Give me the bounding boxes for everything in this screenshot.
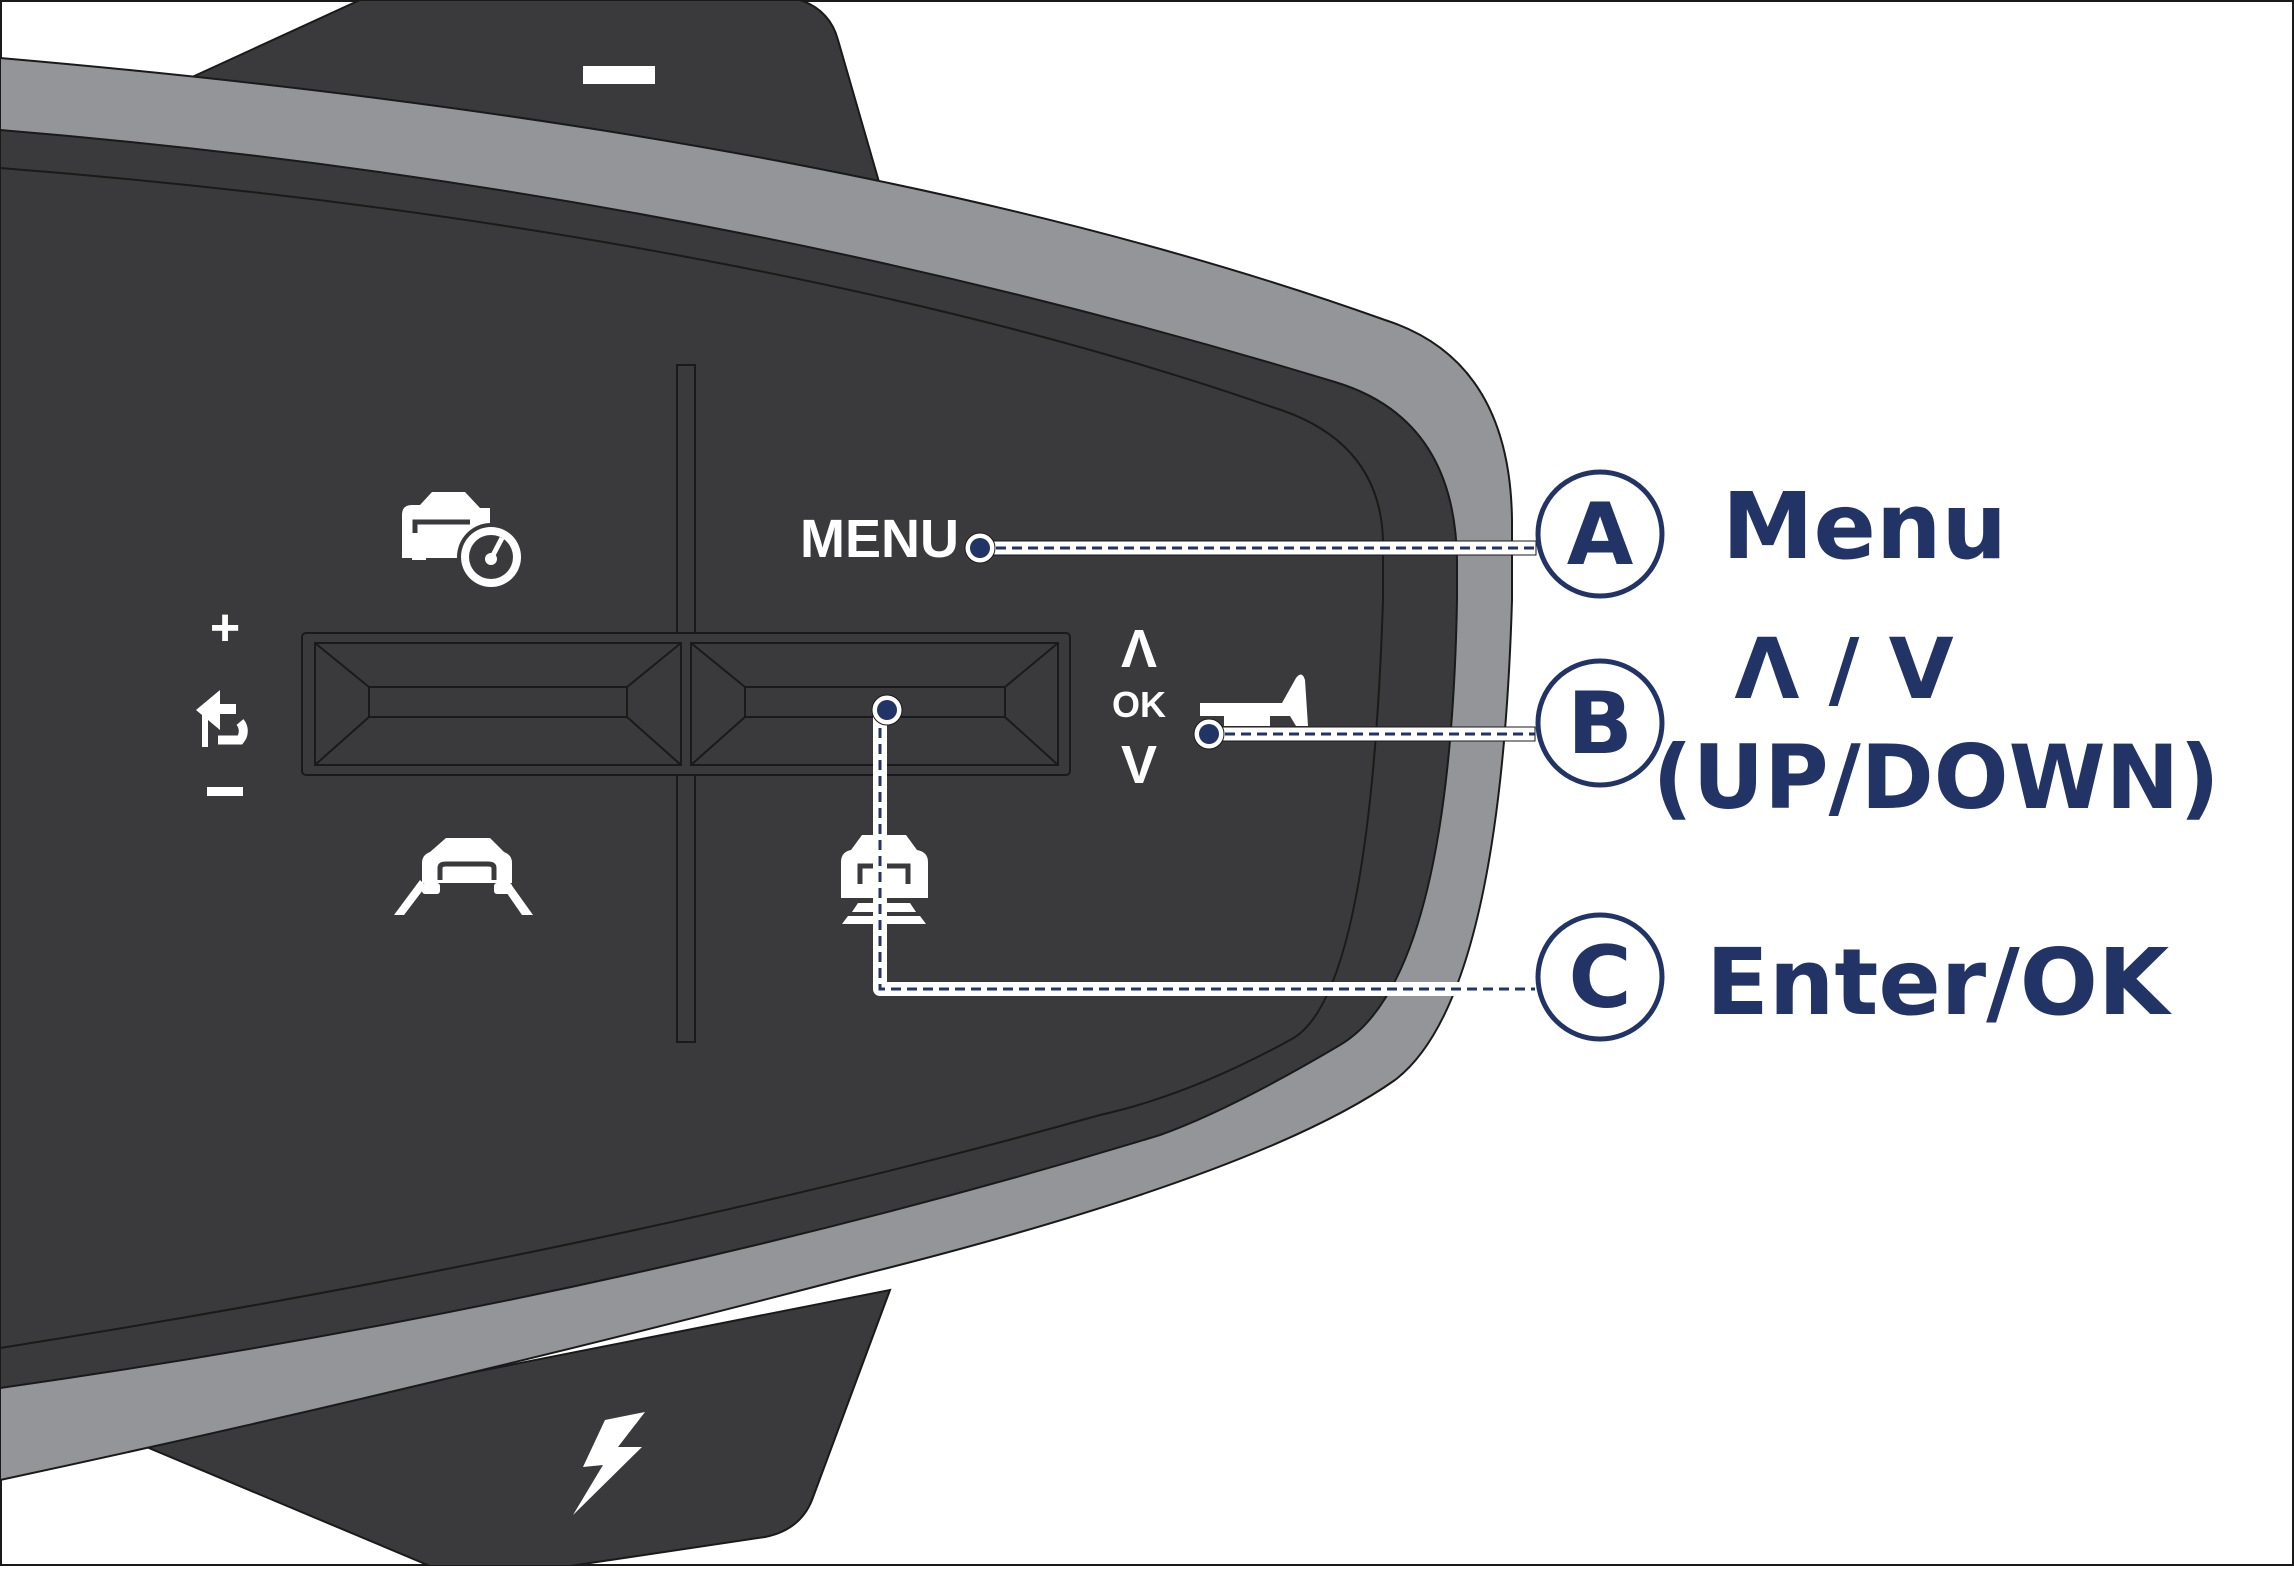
callout-a-letter: A [1567, 485, 1634, 585]
callout-a-badge [1535, 469, 1665, 599]
callout-a-label: Menu [1722, 473, 2007, 580]
car-speedometer-icon [402, 492, 525, 591]
callout-b-label: Λ / V [1734, 620, 1953, 718]
callout-c: C Enter/OK [1535, 912, 2173, 1042]
plus-sign: + [210, 599, 240, 657]
rocker-left-inner [368, 686, 628, 718]
rocker-switch[interactable] [301, 632, 1071, 776]
rocker-left-bevel [314, 642, 682, 766]
callout-b-sublabel: (UP/DOWN) [1652, 726, 2219, 829]
callout-b: B Λ / V (UP/DOWN) [1535, 620, 2220, 829]
resume-arrow-icon [196, 690, 248, 747]
callout-c-badge [1535, 912, 1665, 1042]
car-lane-icon [394, 838, 533, 915]
callout-b-letter: B [1567, 674, 1633, 774]
minus-icon [583, 66, 655, 84]
callout-lines [871, 532, 1537, 996]
callout-c-letter: C [1568, 928, 1631, 1028]
callout-a: A Menu [1535, 469, 2007, 599]
rocker-left[interactable] [314, 642, 682, 766]
lightning-bolt-icon [573, 1412, 645, 1515]
minus-sign [207, 787, 243, 796]
ok-text: OK [1112, 684, 1166, 725]
bottom-paddle [126, 1288, 892, 1567]
up-arrow-glyph: Λ [1121, 619, 1157, 679]
inner-panel-outline [0, 167, 1384, 1349]
menu-text: MENU [800, 509, 959, 569]
rocker-right-bevel [690, 642, 1059, 766]
down-arrow-glyph: V [1121, 735, 1157, 795]
callout-c-label: Enter/OK [1706, 929, 2173, 1036]
horn-icon [1200, 674, 1308, 726]
callout-b-badge [1535, 658, 1665, 788]
resume-cluster: + [196, 599, 248, 796]
